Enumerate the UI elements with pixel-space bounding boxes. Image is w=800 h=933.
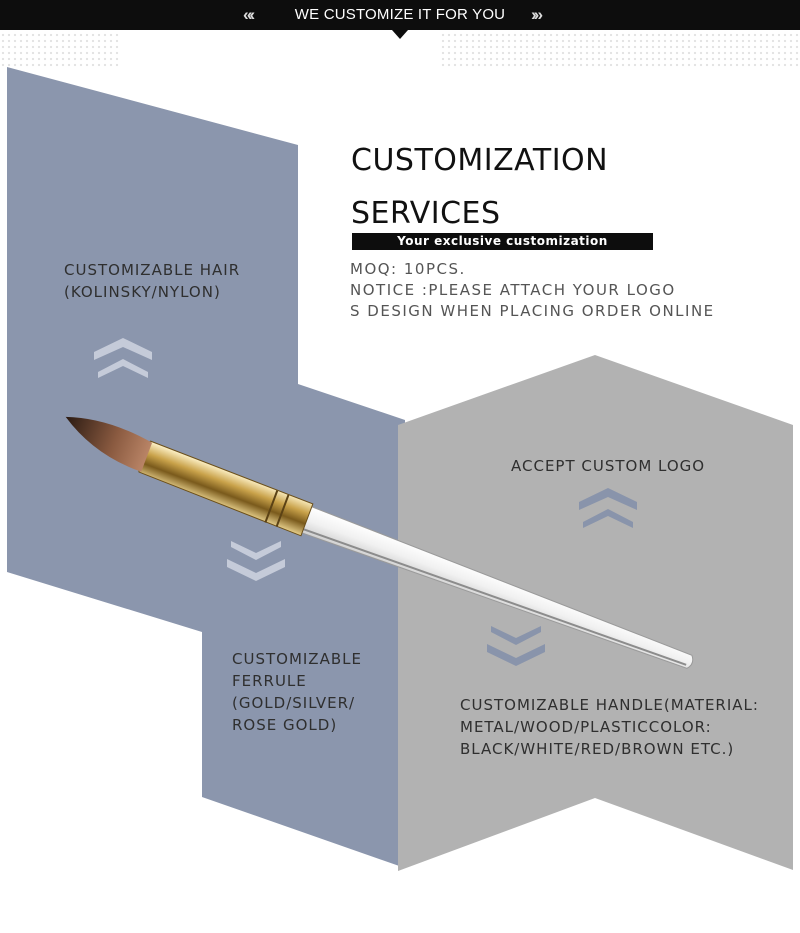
feature-logo-line-1: ACCEPT CUSTOM LOGO <box>511 457 706 475</box>
feature-handle-line-3: BLACK/WHITE/RED/BROWN ETC.) <box>460 740 735 758</box>
notice-line-1: NOTICE :PLEASE ATTACH YOUR LOGO <box>350 281 676 299</box>
feature-ferrule: CUSTOMIZABLE FERRULE (GOLD/SILVER/ ROSE … <box>232 648 362 736</box>
notice-line-2: S DESIGN WHEN PLACING ORDER ONLINE <box>350 302 715 320</box>
feature-ferrule-line-4: ROSE GOLD) <box>232 716 338 734</box>
feature-handle: CUSTOMIZABLE HANDLE(MATERIAL: METAL/WOOD… <box>460 694 759 760</box>
brush-image <box>65 416 694 669</box>
double-chevron-up-icon <box>94 338 152 378</box>
feature-hair-line-1: CUSTOMIZABLE HAIR <box>64 261 241 279</box>
double-chevron-up-icon <box>579 488 637 528</box>
feature-ferrule-line-3: (GOLD/SILVER/ <box>232 694 356 712</box>
banner-pointer <box>392 30 408 39</box>
gray-panel <box>398 355 793 871</box>
double-chevron-down-icon <box>227 541 285 581</box>
top-banner: «‹ WE CUSTOMIZE IT FOR YOU ›» <box>0 0 800 30</box>
page-title: CUSTOMIZATION SERVICES <box>351 134 608 240</box>
feature-hair-line-2: (KOLINSKY/NYLON) <box>64 283 221 301</box>
feature-hair: CUSTOMIZABLE HAIR (KOLINSKY/NYLON) <box>64 259 240 303</box>
banner-title: WE CUSTOMIZE IT FOR YOU <box>294 6 506 23</box>
double-chevron-down-icon <box>487 626 545 666</box>
dot-pattern-right <box>440 32 800 68</box>
feature-logo: ACCEPT CUSTOM LOGO <box>511 455 705 477</box>
order-notice: MOQ: 10PCS. NOTICE :PLEASE ATTACH YOUR L… <box>350 259 715 322</box>
feature-handle-line-2: METAL/WOOD/PLASTICCOLOR: <box>460 718 712 736</box>
title-line-2: SERVICES <box>351 196 501 231</box>
subtitle-badge: Your exclusive customization <box>352 233 653 250</box>
moq-text: MOQ: 10PCS. <box>350 260 466 278</box>
dot-pattern-left <box>0 32 120 68</box>
feature-ferrule-line-1: CUSTOMIZABLE <box>232 650 362 668</box>
title-line-1: CUSTOMIZATION <box>351 143 609 178</box>
feature-handle-line-1: CUSTOMIZABLE HANDLE(MATERIAL: <box>460 696 759 714</box>
feature-ferrule-line-2: FERRULE <box>232 672 307 690</box>
